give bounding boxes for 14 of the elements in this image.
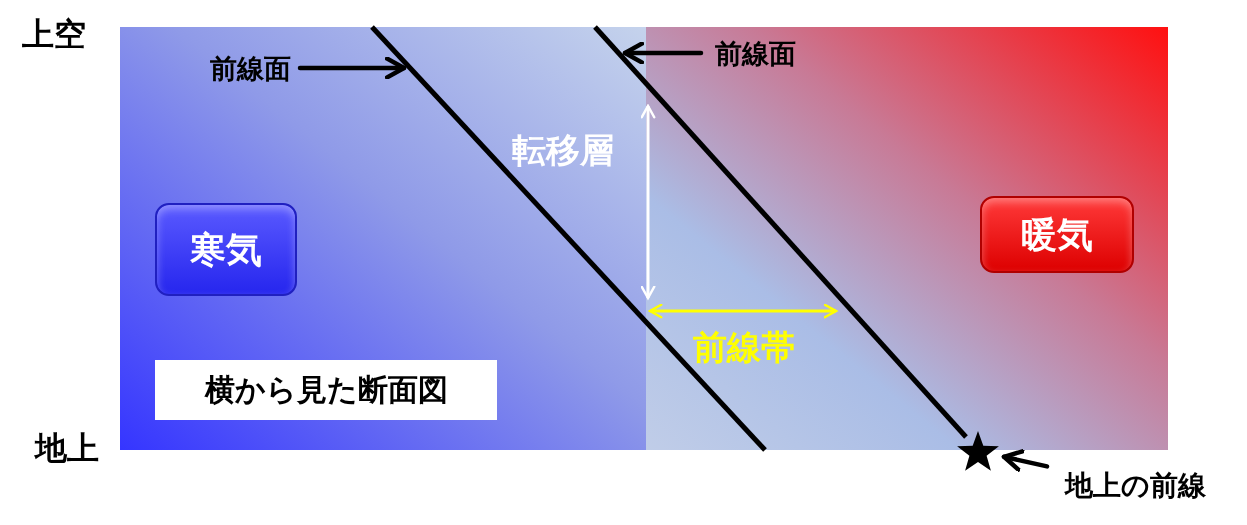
callout-text: 前線面 xyxy=(706,35,804,71)
air-mass-box: 暖気 xyxy=(980,196,1134,273)
star-symbol xyxy=(956,430,1000,472)
caption-box: 横から見た断面図 xyxy=(155,360,497,420)
altitude-label: 地上 xyxy=(35,432,99,464)
air-mass-box: 寒気 xyxy=(155,203,297,296)
callout-text: 地上の前線 xyxy=(1052,468,1218,504)
arrow xyxy=(297,56,407,80)
callout-text: 前線面 xyxy=(205,50,295,86)
zone-label: 前線帯 xyxy=(693,330,795,364)
arrow xyxy=(622,41,704,65)
arrow xyxy=(1001,449,1050,472)
altitude-label: 上空 xyxy=(22,18,86,50)
layer-label: 転移層 xyxy=(512,133,614,167)
